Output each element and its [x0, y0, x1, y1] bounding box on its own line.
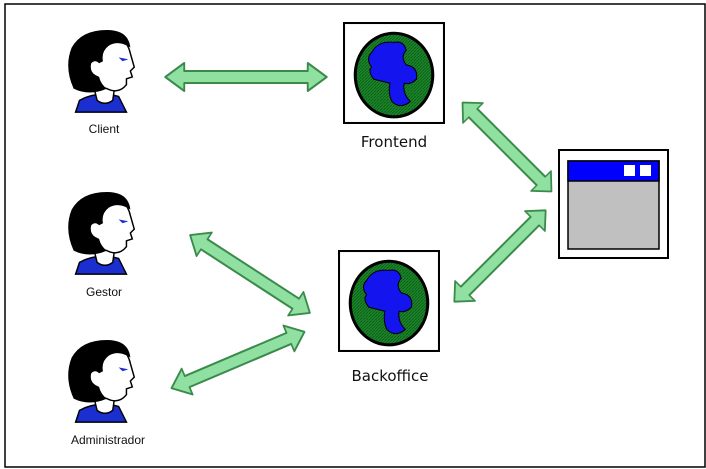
gestor-label: Gestor [85, 285, 123, 299]
administrador-person-icon [67, 339, 135, 423]
gestor-backoffice-arrow [181, 222, 319, 326]
client-label: Client [88, 122, 120, 136]
administrador-backoffice-arrow [165, 317, 311, 403]
backoffice-window-arrow [443, 199, 557, 313]
frontend-globe-icon [342, 22, 446, 124]
client-person-icon [67, 29, 135, 113]
administrador-label: Administrador [70, 433, 146, 447]
backoffice-globe-icon [337, 250, 441, 352]
frontend-window-arrow [451, 91, 563, 203]
frontend-label: Frontend [360, 133, 428, 151]
gestor-person-icon [67, 191, 135, 275]
client-frontend-arrow [164, 62, 328, 92]
diagram-border [4, 3, 706, 468]
backoffice-label: Backoffice [351, 367, 429, 385]
application-window-icon [558, 149, 669, 259]
